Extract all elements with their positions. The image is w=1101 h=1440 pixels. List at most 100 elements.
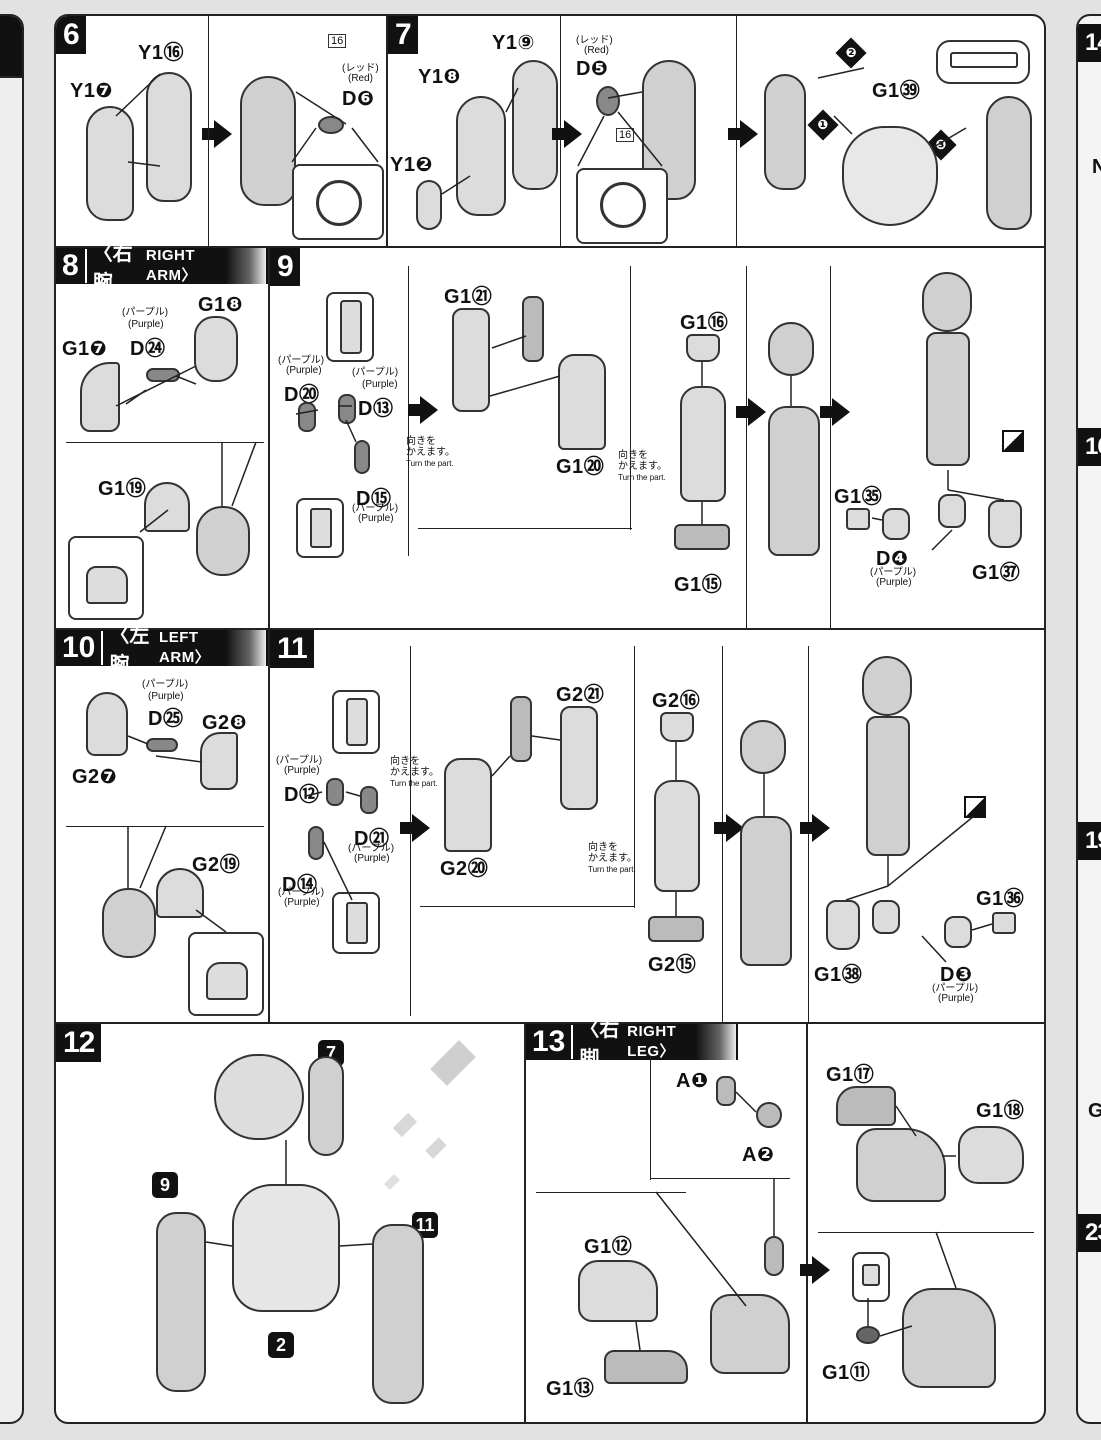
step-arrow: [714, 814, 744, 842]
joint-part-a1: [716, 1076, 736, 1106]
hand-part-g1-35: [846, 508, 870, 530]
detail-inset-10: [188, 932, 264, 1016]
color-purple-jp: (パープル): [278, 355, 325, 366]
step-arrow: [800, 814, 830, 842]
part-label-g2-15: G2⑮: [648, 954, 697, 976]
part-label-y1-8: Y1❽: [418, 66, 461, 88]
right-page-edge: 14 N 16 19 G 23: [1076, 14, 1101, 1424]
detail-inset-9a: [326, 292, 374, 362]
joint-part-d24: [146, 368, 180, 382]
step-arrow: [400, 814, 430, 842]
step-arrow: [800, 1256, 830, 1284]
boot-final-13: [902, 1288, 996, 1388]
step-7-number: 7: [388, 16, 418, 54]
part-label-g1-8: G1❽: [198, 294, 244, 316]
step-8-sub-divider: [66, 442, 264, 443]
part-label-d12: D⑫: [284, 784, 320, 806]
part-label-d3: D❸: [940, 964, 973, 986]
col-divider-8-9: [268, 246, 270, 628]
step-9-number: 9: [270, 248, 300, 286]
detail-inset-11b: [332, 892, 380, 954]
skirt-part-g2-15: [648, 916, 704, 942]
step-9-sub-divider-4: [830, 266, 831, 628]
skirt-part-g1-15: [674, 524, 730, 550]
joint-part-d14: [308, 826, 324, 860]
part-label-g1-16: G1⑯: [680, 312, 729, 334]
part-label-g1-35: G1㉟: [834, 486, 883, 508]
hair-assembled-6: [240, 76, 296, 206]
color-purple-jp: (パープル): [276, 755, 323, 766]
part-label-g1-37: G1㊲: [972, 562, 1021, 584]
tool-icon-16: 16: [616, 128, 635, 142]
right-step-num-19: 19: [1078, 822, 1101, 860]
part-label-d21: D㉑: [354, 828, 390, 850]
detail-inset-7b: [936, 40, 1030, 84]
color-purple-jp: (パープル): [352, 503, 399, 514]
part-label-a1: A❶: [676, 1070, 709, 1092]
color-purple-en: (Purple): [876, 577, 912, 588]
head-joint-11: [740, 720, 786, 774]
color-purple-en: (Purple): [148, 691, 184, 702]
hair-left-7: [764, 74, 806, 190]
step-arrow: [202, 120, 232, 148]
step-13-sub-divider-5: [818, 1232, 1034, 1233]
neck-part-g1-16: [686, 334, 720, 362]
part-label-d4: D❹: [876, 548, 909, 570]
turn-note-jp: 向きをかえます。Turn the part.: [588, 842, 637, 874]
torso-assembled-11: [740, 816, 792, 966]
joint-part-d13: [338, 394, 356, 424]
sparkle-icon: [392, 1112, 418, 1138]
joint-part-a2: [756, 1102, 782, 1128]
sparkle-icon: [383, 1173, 401, 1191]
torso-assembled-9: [768, 406, 820, 556]
step-13-header: 13 〈右脚 RIGHT LEG〉: [526, 1019, 738, 1070]
part-label-d25: D㉕: [148, 708, 184, 730]
right-label-g: G: [1088, 1100, 1101, 1123]
row-divider-3: [56, 1022, 1044, 1024]
step-9-sub-divider-3: [746, 266, 747, 628]
part-label-g2-8: G2❽: [202, 712, 248, 734]
part-label-g1-20: G1⑳: [556, 456, 605, 478]
part-label-g1-15: G1⑮: [674, 574, 723, 596]
col-divider-6-7: [386, 16, 388, 246]
part-label-g1-36: G1㊱: [976, 888, 1025, 910]
body-part-g2-20: [444, 758, 492, 852]
arm-long-9: [926, 332, 970, 466]
part-label-d14: D⑭: [282, 874, 318, 896]
hair-part-y1-16: [146, 72, 192, 202]
part-label-g2-21: G2㉑: [556, 684, 605, 706]
step-arrow: [736, 398, 766, 426]
body-part-g1-21: [452, 308, 490, 412]
sparkle-icon: [425, 1137, 447, 1159]
step-13-sub-divider-1: [650, 1056, 651, 1180]
color-purple-en: (Purple): [358, 513, 394, 524]
part-label-g1-39: G1㊴: [872, 80, 921, 102]
leg-joint-13: [764, 1236, 784, 1276]
part-label-g2-7: G2❼: [72, 766, 118, 788]
joint-part-g1-11: [856, 1326, 880, 1344]
step-11-sub-divider-3: [722, 646, 723, 1022]
part-label-g2-19: G2⑲: [192, 854, 241, 876]
torso-12: [232, 1184, 340, 1312]
doll-head-face: [842, 126, 938, 226]
step-11-sub-divider-4: [808, 646, 809, 1022]
shoulder-assembled-10: [102, 888, 156, 958]
hand-assembled-9: [938, 494, 966, 528]
boot-part-g1-17: [836, 1086, 896, 1126]
row-divider-2: [56, 628, 1044, 630]
part-label-a2: A❷: [742, 1144, 775, 1166]
sparkle-icon: [430, 1040, 476, 1086]
color-purple-jp: (パープル): [278, 887, 325, 898]
arm-assembled-9: [922, 272, 972, 332]
col-divider-12-13: [524, 1022, 526, 1422]
step-11-sub-divider-2: [634, 646, 635, 908]
part-label-g1-11: G1⑪: [822, 1362, 871, 1384]
hand-part-g1-36: [992, 912, 1016, 934]
detail-inset-7: [576, 168, 668, 244]
hand-open-g1-38: [826, 900, 860, 950]
hand-part-d4: [882, 508, 910, 540]
shoe-part-g1-13: [604, 1350, 688, 1384]
ref-badge-2: 2: [268, 1332, 294, 1358]
step-6-number: 6: [56, 16, 86, 54]
ponytail-right-12: [308, 1056, 344, 1156]
